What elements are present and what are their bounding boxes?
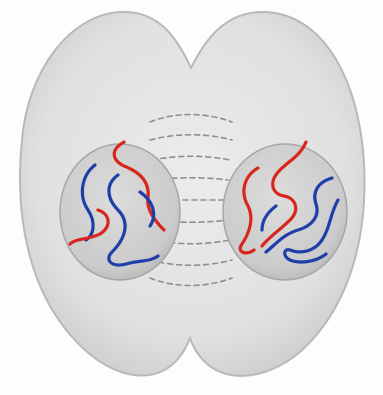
right-daughter-nucleus: [223, 142, 347, 280]
left-daughter-nucleus: [60, 142, 180, 280]
